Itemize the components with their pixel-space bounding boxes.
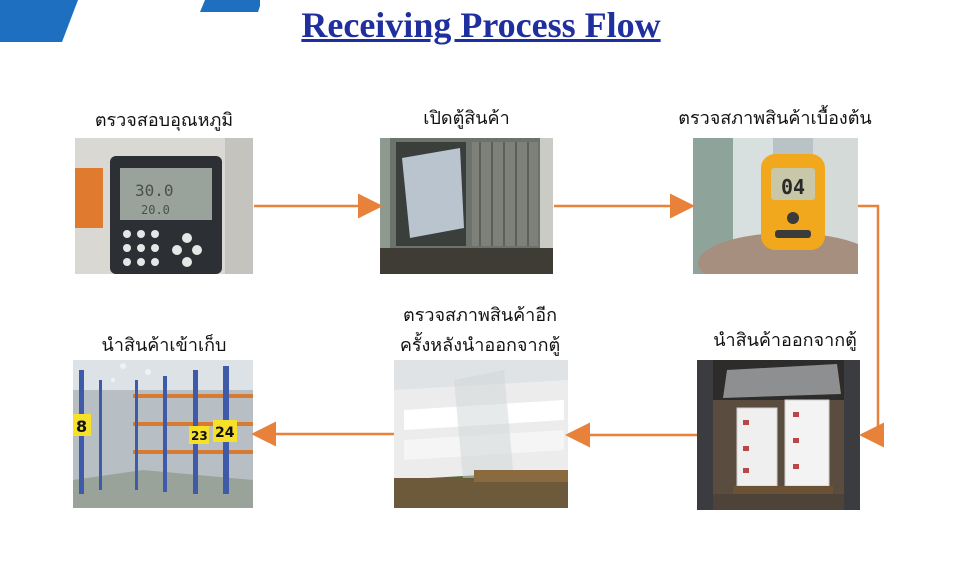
step-label-reinspect-line2: ครั้งหลังนำออกจากตู้ [399,335,561,356]
arrow-step3-to-step4 [858,204,884,448]
step-label-check-temperature: ตรวจสอบอุณหภูมิ [94,110,234,131]
container-open-photo [380,138,553,274]
rack-number-24: 24 [215,425,235,441]
step-label-open-container: เปิดตู้สินค้า [423,108,510,129]
page-title: Receiving Process Flow [301,5,661,45]
rack-number-23: 23 [191,429,208,443]
warehouse-racks-photo: 8 23 24 [73,360,253,508]
pallets-in-container-photo [697,360,860,510]
step-label-unload-container: นำสินค้าออกจากตู้ [713,330,857,351]
rack-number-8: 8 [76,417,87,436]
svg-text:30.0: 30.0 [135,181,174,200]
step-label-reinspect-line1: ตรวจสภาพสินค้าอีก [403,305,557,326]
step-label-store-goods: นำสินค้าเข้าเก็บ [101,335,227,356]
thermometer-reading: 04 [781,175,805,199]
svg-text:20.0: 20.0 [141,203,170,217]
infrared-thermometer-photo: 04 [693,138,858,274]
wrapped-pallet-photo [394,360,568,508]
step-label-initial-inspection: ตรวจสภาพสินค้าเบื้องต้น [678,108,872,129]
temperature-controller-photo: 30.0 20.0 [75,138,253,274]
corner-decoration [0,0,260,42]
